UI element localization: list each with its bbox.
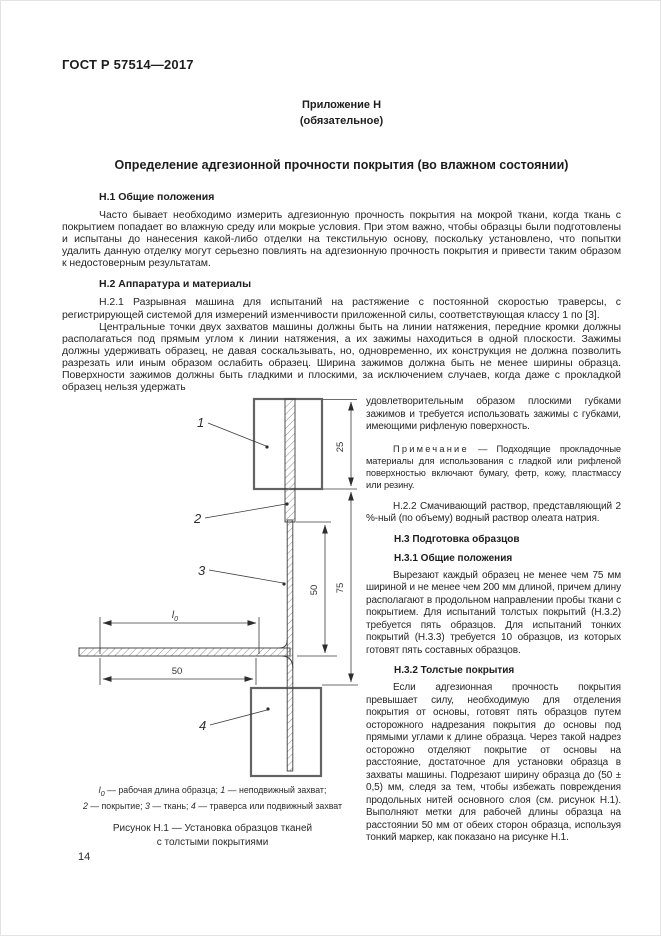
figure-column: 25 75 50: [62, 396, 363, 850]
annex-subtitle: (обязательное): [299, 115, 384, 127]
section-h2-heading: Н.2 Аппаратура и материалы: [99, 278, 252, 291]
page-number: 14: [78, 851, 91, 863]
figure-caption-line2: с толстыми покрытиями: [156, 836, 269, 848]
figure-legend: l0 — рабочая длина образца; 1 — неподвиж…: [62, 784, 363, 813]
paragraph-h2-continuation: удовлетворительным образом плоскими губк…: [366, 396, 621, 433]
fabric-strip-horizontal: [78, 647, 291, 657]
note-text: — Подходящие прокладочные материалы для …: [366, 443, 621, 490]
two-column-area: 25 75 50: [62, 396, 621, 850]
dim-l0-label: l0: [172, 610, 178, 623]
lower-clamp: [249, 687, 323, 778]
text-column: удовлетворительным образом плоскими губк…: [366, 396, 621, 850]
paragraph-h31: Вырезают каждый образец не менее чем 75 …: [366, 569, 621, 656]
paragraph-h32: Если адгезионная прочность покрытия прев…: [366, 682, 621, 844]
doc-number: ГОСТ Р 57514—2017: [62, 57, 194, 72]
note-label: Примечание: [393, 443, 469, 454]
coating-strip: [284, 398, 296, 523]
dim-25: [323, 399, 357, 490]
page-content: ГОСТ Р 57514—2017 Приложение Н (обязател…: [62, 57, 621, 850]
legend-line-2: 2 — покрытие; 3 — ткань; 4 — траверса ил…: [82, 800, 343, 811]
callout-1-fixed-clamp: 1: [197, 415, 204, 430]
section-h32-heading: Н.3.2 Толстые покрытия: [394, 665, 515, 677]
section-h1-heading: Н.1 Общие положения: [99, 191, 215, 203]
annex-title: Приложение Н: [301, 99, 382, 111]
dim-75-label: 75: [335, 583, 346, 594]
figure-n1-diagram: 25 75 50: [78, 398, 358, 778]
full-width-section: Н.1 Общие положения Часто бывает необход…: [62, 191, 621, 393]
dim-l0: [99, 617, 260, 655]
bend-fillet-bottom: [281, 655, 294, 669]
figure-caption: Рисунок Н.1 — Установка образцов тканей …: [62, 822, 363, 850]
note-paragraph: Примечание — Подходящие прокладочные мат…: [366, 443, 621, 491]
paragraph-h2-clamps: Центральные точки двух захватов машины д…: [62, 320, 621, 394]
paragraph-h22: Н.2.2 Смачивающий раствор, представляющи…: [366, 500, 621, 525]
dim-25-label: 25: [335, 442, 346, 453]
annex-block: Приложение Н (обязательное): [62, 97, 621, 129]
dim-75: [322, 491, 358, 686]
paragraph-h21: Н.2.1 Разрывная машина для испытаний на …: [62, 296, 621, 321]
legend-line-1: l0 — рабочая длина образца; 1 — неподвиж…: [98, 785, 327, 798]
dim-50-bottom-label: 50: [172, 666, 183, 677]
bend-fillet-top: [278, 640, 288, 649]
page-title: Определение адгезионной прочности покрыт…: [114, 158, 569, 172]
callout-lines: [204, 422, 287, 726]
section-h31-heading: Н.3.1 Общие положения: [394, 552, 513, 564]
callout-2-coating: 2: [193, 511, 202, 526]
figure-caption-line1: Рисунок Н.1 — Установка образцов тканей: [112, 822, 313, 834]
callout-3-fabric: 3: [198, 563, 206, 578]
paragraph-h1: Часто бывает необходимо измерить адгезио…: [62, 209, 621, 270]
dim-50-inner-label: 50: [309, 585, 320, 596]
dim-50-bottom: [99, 658, 257, 686]
dim-50-inner: [296, 521, 337, 657]
callout-dots: [265, 445, 289, 711]
fabric-strip-vertical: [286, 519, 294, 772]
section-h3-heading: Н.3 Подготовка образцов: [394, 533, 520, 545]
callout-4-crosshead: 4: [199, 718, 206, 733]
